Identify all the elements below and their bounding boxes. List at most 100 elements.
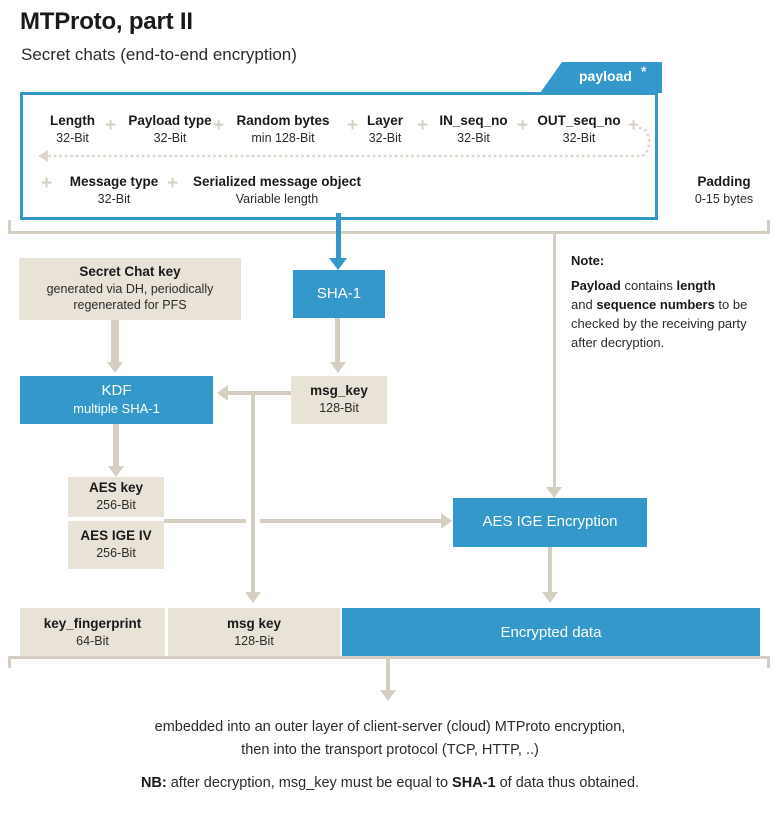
note-text-2: and xyxy=(571,296,597,312)
box-title: Encrypted data xyxy=(500,623,602,641)
note-text-5: after decryption. xyxy=(571,334,665,350)
plus-icon: + xyxy=(628,115,640,136)
payload-field-layer: Layer 32-Bit xyxy=(357,113,413,145)
box-title: AES key xyxy=(88,480,144,496)
box-aes-ige-encryption: AES IGE Encryption xyxy=(453,498,647,547)
box-subtitle: 128-Bit xyxy=(234,634,274,649)
note-bold-payload: Payload xyxy=(571,278,621,293)
note-block: Note: Payload contains length and sequen… xyxy=(571,253,771,352)
arrow-msgkey-to-kdf-line xyxy=(228,391,291,395)
footer-nb-note: NB: after decryption, msg_key must be eq… xyxy=(0,775,780,791)
plus-icon: + xyxy=(41,173,53,194)
field-bits: min 128-Bit xyxy=(251,131,315,145)
field-bits: 32-Bit xyxy=(562,131,596,145)
field-name: Payload type xyxy=(128,113,212,128)
padding-name: Padding xyxy=(697,174,751,189)
plus-icon: + xyxy=(213,115,225,136)
field-name: Message type xyxy=(69,174,159,189)
payload-tab-label: payload xyxy=(579,68,632,84)
box-title: msg_key xyxy=(310,383,368,399)
box-title: KDF xyxy=(101,382,132,400)
field-name: Length xyxy=(50,113,95,128)
box-title: Secret Chat key xyxy=(79,264,181,280)
footer-nb-text-b: of data thus obtained. xyxy=(495,775,640,791)
box-aes-ige-iv: AES IGE IV 256-Bit xyxy=(68,521,164,569)
box-subtitle: 256-Bit xyxy=(96,498,136,513)
field-name: IN_seq_no xyxy=(439,113,508,128)
field-bits: 32-Bit xyxy=(457,131,490,145)
arrow-secretkey-to-kdf-head xyxy=(107,362,123,373)
top-bracket-left-stub xyxy=(8,220,11,232)
box-subtitle: 128-Bit xyxy=(319,401,359,416)
box-title: key_fingerprint xyxy=(43,616,142,632)
plus-icon: + xyxy=(517,115,529,136)
arrow-aeskey-to-encryption-head xyxy=(441,513,452,529)
field-name: OUT_seq_no xyxy=(537,113,621,128)
page-subtitle: Secret chats (end-to-end encryption) xyxy=(21,45,297,64)
note-text-1: contains xyxy=(620,278,677,293)
footer-line-2: then into the transport protocol (TCP, H… xyxy=(241,742,539,759)
box-msg-key-top: msg_key 128-Bit xyxy=(291,376,387,424)
field-bits: 32-Bit xyxy=(368,131,402,145)
box-title: AES IGE Encryption xyxy=(482,513,618,531)
top-bracket-right-stub xyxy=(767,220,770,232)
note-bold-seqnum: sequence numbers xyxy=(596,296,715,312)
payload-field-message-type: Message type 32-Bit xyxy=(60,174,168,206)
payload-tab-asterisk: * xyxy=(641,63,647,79)
padding-bits: 0-15 bytes xyxy=(694,192,754,206)
box-kdf: KDF multiple SHA-1 xyxy=(20,376,213,424)
footer-nb-label: NB: xyxy=(140,775,167,791)
payload-field-in-seq-no: IN_seq_no 32-Bit xyxy=(433,113,514,145)
payload-field-length: Length 32-Bit xyxy=(30,113,115,145)
field-bits: 32-Bit xyxy=(153,131,187,145)
arrow-sha1-to-msgkey-line xyxy=(335,318,340,364)
payload-field-serialized-message-object: Serialized message object Variable lengt… xyxy=(183,174,371,206)
arrow-payload-to-sha1-head xyxy=(329,258,347,270)
field-bits: Variable length xyxy=(235,192,319,206)
arrow-encryption-to-encrypted-line xyxy=(548,547,552,595)
payload-field-out-seq-no: OUT_seq_no 32-Bit xyxy=(532,113,626,145)
box-msg-key-bottom: msg key 128-Bit xyxy=(168,608,340,658)
arrow-kdf-to-aeskey-line xyxy=(113,424,119,468)
box-subtitle-1: generated via DH, periodically xyxy=(46,282,214,297)
note-heading: Note: xyxy=(571,253,605,268)
bottom-bracket-left-stub xyxy=(8,656,11,668)
box-secret-chat-key: Secret Chat key generated via DH, period… xyxy=(19,258,241,320)
note-body: Payload contains length and sequence num… xyxy=(571,277,771,352)
arrow-msgkey-to-kdf-head xyxy=(217,385,228,401)
box-title: msg key xyxy=(226,616,282,632)
bottom-bracket-right-stub xyxy=(767,656,770,668)
arrow-msgkey-to-bottom-head xyxy=(245,592,261,603)
footer-embedding-note: embedded into an outer layer of client-s… xyxy=(0,716,780,762)
arrow-kdf-to-aeskey-head xyxy=(108,466,124,477)
box-subtitle: 64-Bit xyxy=(76,634,109,649)
note-text-4: checked by the receiving party xyxy=(571,315,747,331)
field-name: Layer xyxy=(366,113,404,128)
page-title: MTProto, part II xyxy=(20,8,193,35)
footer-nb-bold: SHA-1 xyxy=(452,775,496,791)
padding-label: Padding 0-15 bytes xyxy=(678,174,770,206)
footer-line-1: embedded into an outer layer of client-s… xyxy=(154,719,626,735)
note-text-3: to be xyxy=(714,296,748,312)
box-key-fingerprint: key_fingerprint 64-Bit xyxy=(20,608,165,658)
box-subtitle: 256-Bit xyxy=(96,546,136,561)
note-bold-length: length xyxy=(676,278,716,293)
box-title: SHA-1 xyxy=(316,284,362,302)
box-sha1: SHA-1 xyxy=(293,270,385,318)
box-subtitle: multiple SHA-1 xyxy=(73,400,160,416)
arrow-bracket-to-footer-line xyxy=(386,658,390,692)
arrow-payload-to-aes-line xyxy=(553,233,556,490)
top-bracket-horizontal xyxy=(8,231,770,234)
bottom-bracket-horizontal xyxy=(8,656,770,659)
field-bits: 32-Bit xyxy=(56,131,89,145)
arrow-payload-to-sha1-line xyxy=(336,213,341,261)
box-title: AES IGE IV xyxy=(80,528,152,544)
arrow-encryption-to-encrypted-head xyxy=(542,592,558,603)
arrow-payload-to-aes-head xyxy=(546,487,562,498)
arrow-secretkey-to-kdf-line xyxy=(111,320,119,364)
arrow-sha1-to-msgkey-head xyxy=(330,362,346,373)
arrow-msgkey-to-bottom-line xyxy=(251,391,255,595)
plus-icon: + xyxy=(167,173,179,194)
plus-icon: + xyxy=(347,115,359,136)
